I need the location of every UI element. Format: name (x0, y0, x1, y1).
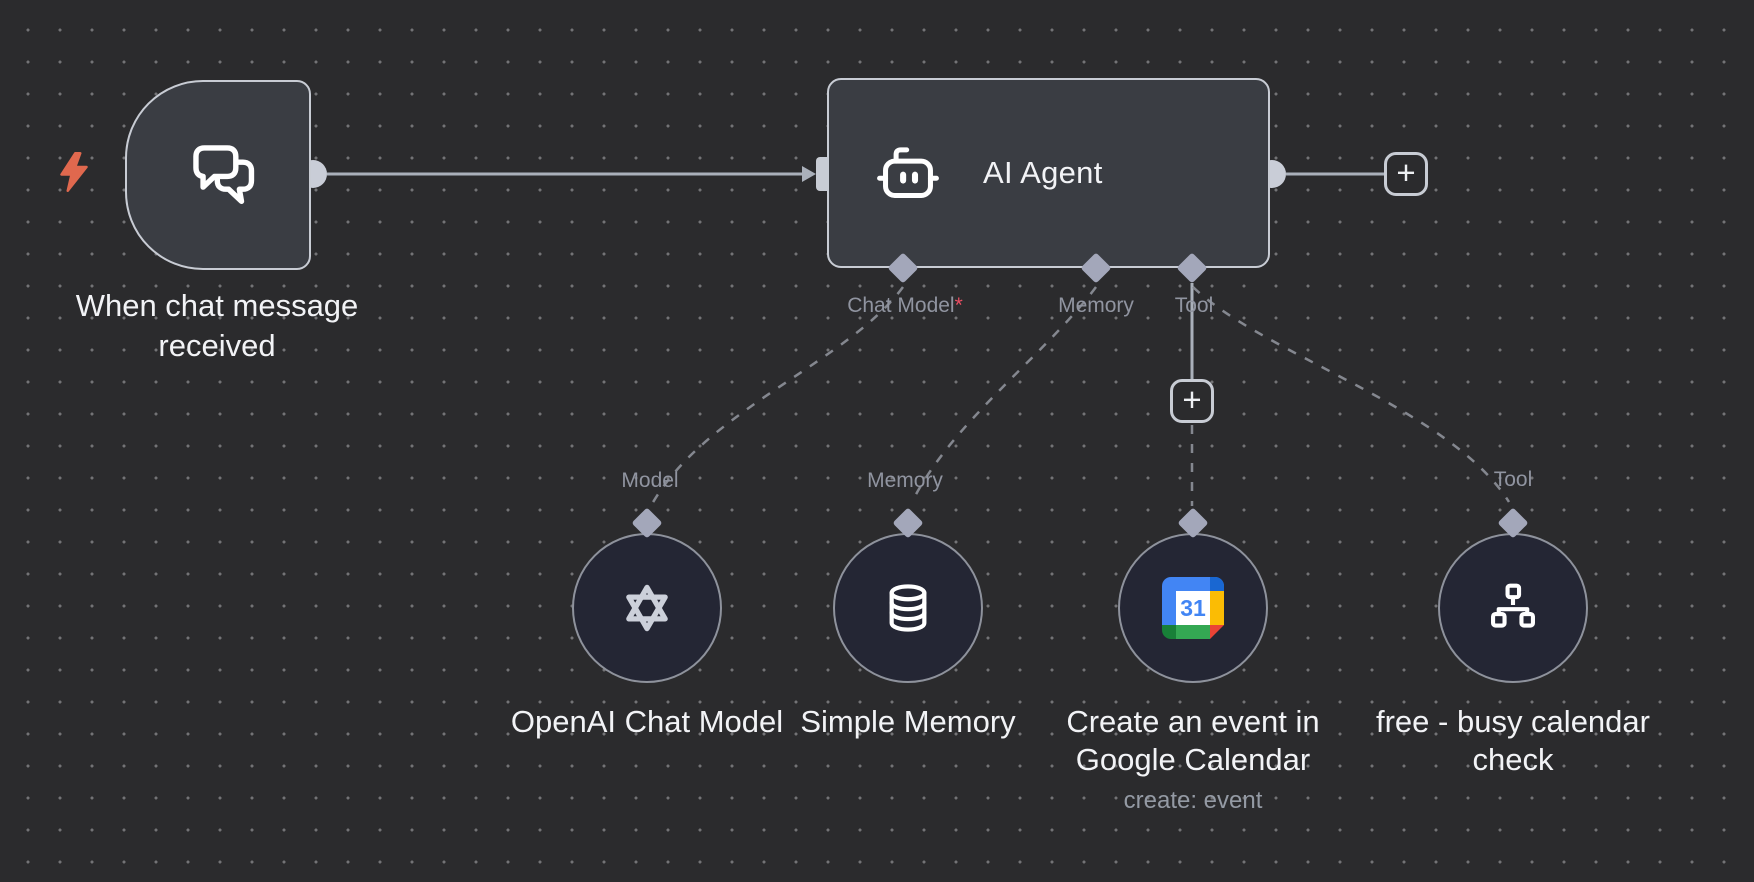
calendar-date: 31 (1176, 591, 1210, 625)
connection-memory-simplememory (910, 286, 1098, 503)
openai-icon (626, 584, 668, 632)
label-openai-chat-model: OpenAI Chat Model (510, 704, 784, 739)
port-label-tool: Tool (1174, 294, 1214, 317)
robot-icon (877, 147, 939, 198)
node-google-calendar[interactable]: 31 (1118, 533, 1268, 683)
trigger-node-label: When chat message received (75, 288, 359, 363)
node-chat-trigger[interactable] (125, 80, 311, 270)
port-label-memory: Memory (1058, 294, 1134, 317)
database-icon (889, 584, 927, 632)
node-freebusy-tool[interactable] (1438, 533, 1588, 683)
subport-label-tool: Tool (1493, 468, 1533, 491)
add-node-button[interactable]: + (1384, 152, 1428, 196)
plus-icon: + (1182, 381, 1202, 418)
arrowhead-icon (802, 166, 816, 182)
label-gcal-operation: create: event (1123, 787, 1263, 814)
plus-icon: + (1396, 154, 1416, 191)
sitemap-icon (1491, 583, 1535, 628)
google-calendar-icon: 31 (1162, 577, 1224, 639)
port-label-chat-model: Chat Model* (847, 294, 963, 317)
subport-label-memory: Memory (867, 469, 943, 492)
node-openai-chat-model[interactable] (572, 533, 722, 683)
lightning-bolt-icon (60, 152, 88, 192)
label-google-calendar: Create an event in Google Calendar creat… (973, 703, 1413, 816)
connection-tool-freebusy (1192, 286, 1511, 503)
add-tool-button[interactable]: + (1170, 379, 1214, 423)
label-simple-memory: Simple Memory (800, 704, 1016, 739)
required-marker: * (954, 294, 963, 317)
node-simple-memory[interactable] (833, 533, 983, 683)
agent-title: AI Agent (983, 155, 1103, 190)
chat-bubbles-icon (193, 145, 255, 205)
subport-label-model: Model (621, 469, 679, 492)
label-freebusy: free - busy calendar check (1376, 704, 1650, 777)
node-ai-agent[interactable]: AI Agent (827, 78, 1270, 268)
connection-chatmodel-openai (650, 286, 905, 505)
